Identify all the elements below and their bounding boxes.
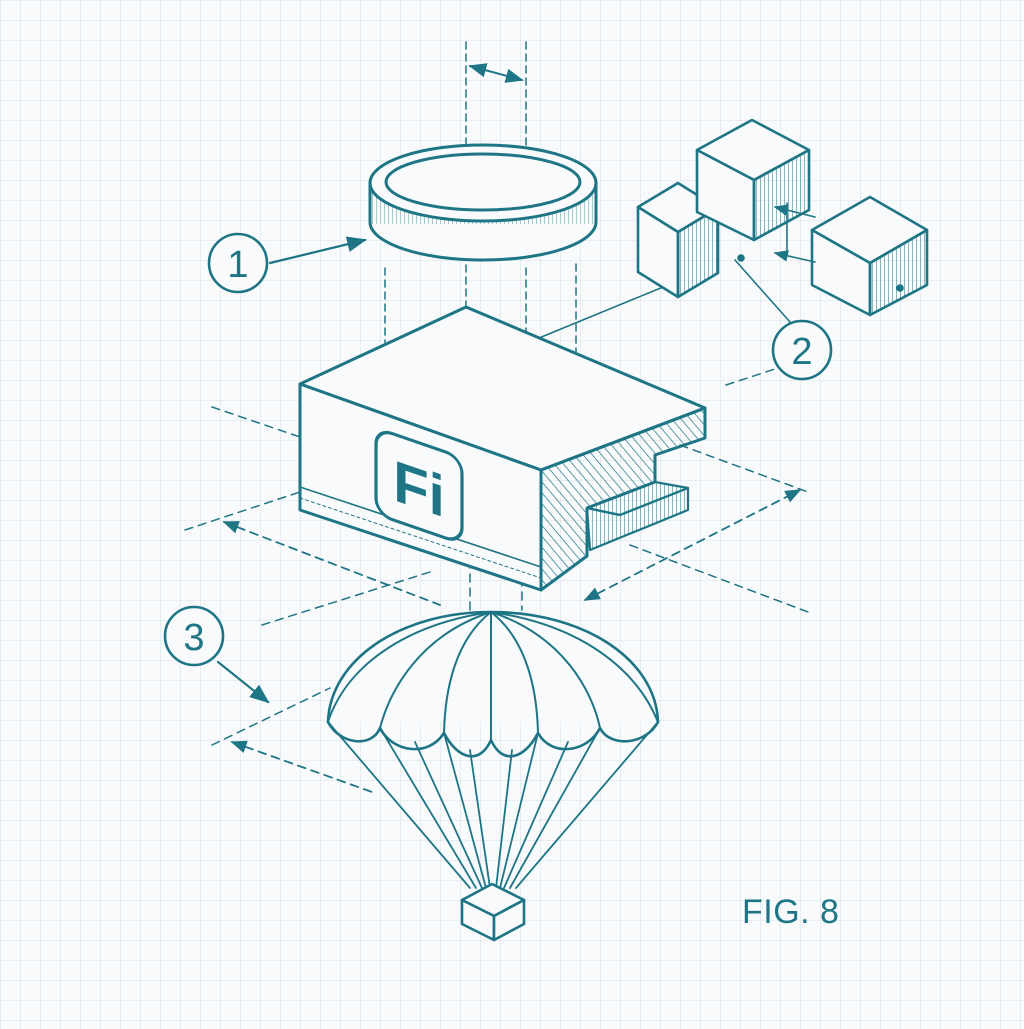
parachute-lines (327, 721, 659, 889)
coin-dimension-arrow (468, 63, 524, 83)
parachute-icon (326, 610, 660, 889)
fi-logo-icon: Fi (374, 430, 464, 541)
box-depth-arrow (222, 521, 441, 606)
callout-1-label: 1 (227, 244, 248, 286)
callout-2-circle (771, 319, 833, 381)
callout-1-leader (268, 236, 367, 265)
callout-3-leader (216, 660, 270, 704)
callout-3: 3 (163, 605, 270, 704)
callout-3-label: 3 (183, 617, 204, 659)
coin-icon (368, 143, 598, 262)
callout-3-circle (163, 605, 225, 667)
parachute-canopy (326, 610, 660, 724)
payload-cube-icon (460, 882, 526, 942)
figure-label: FIG. 8 (742, 893, 840, 931)
cube-top-icon (695, 118, 811, 242)
box-slot-face (585, 486, 690, 552)
callout-1: 1 (207, 232, 367, 294)
fi-box: Fi (298, 305, 707, 592)
parachute-arrow (230, 740, 373, 793)
box-width-arrow (583, 489, 802, 601)
callout-2: 2 (771, 319, 833, 381)
callout-2-label: 2 (791, 331, 812, 373)
cube-cluster-icon (636, 118, 929, 323)
callout-1-circle (207, 232, 269, 294)
cube-right-icon (810, 195, 929, 317)
